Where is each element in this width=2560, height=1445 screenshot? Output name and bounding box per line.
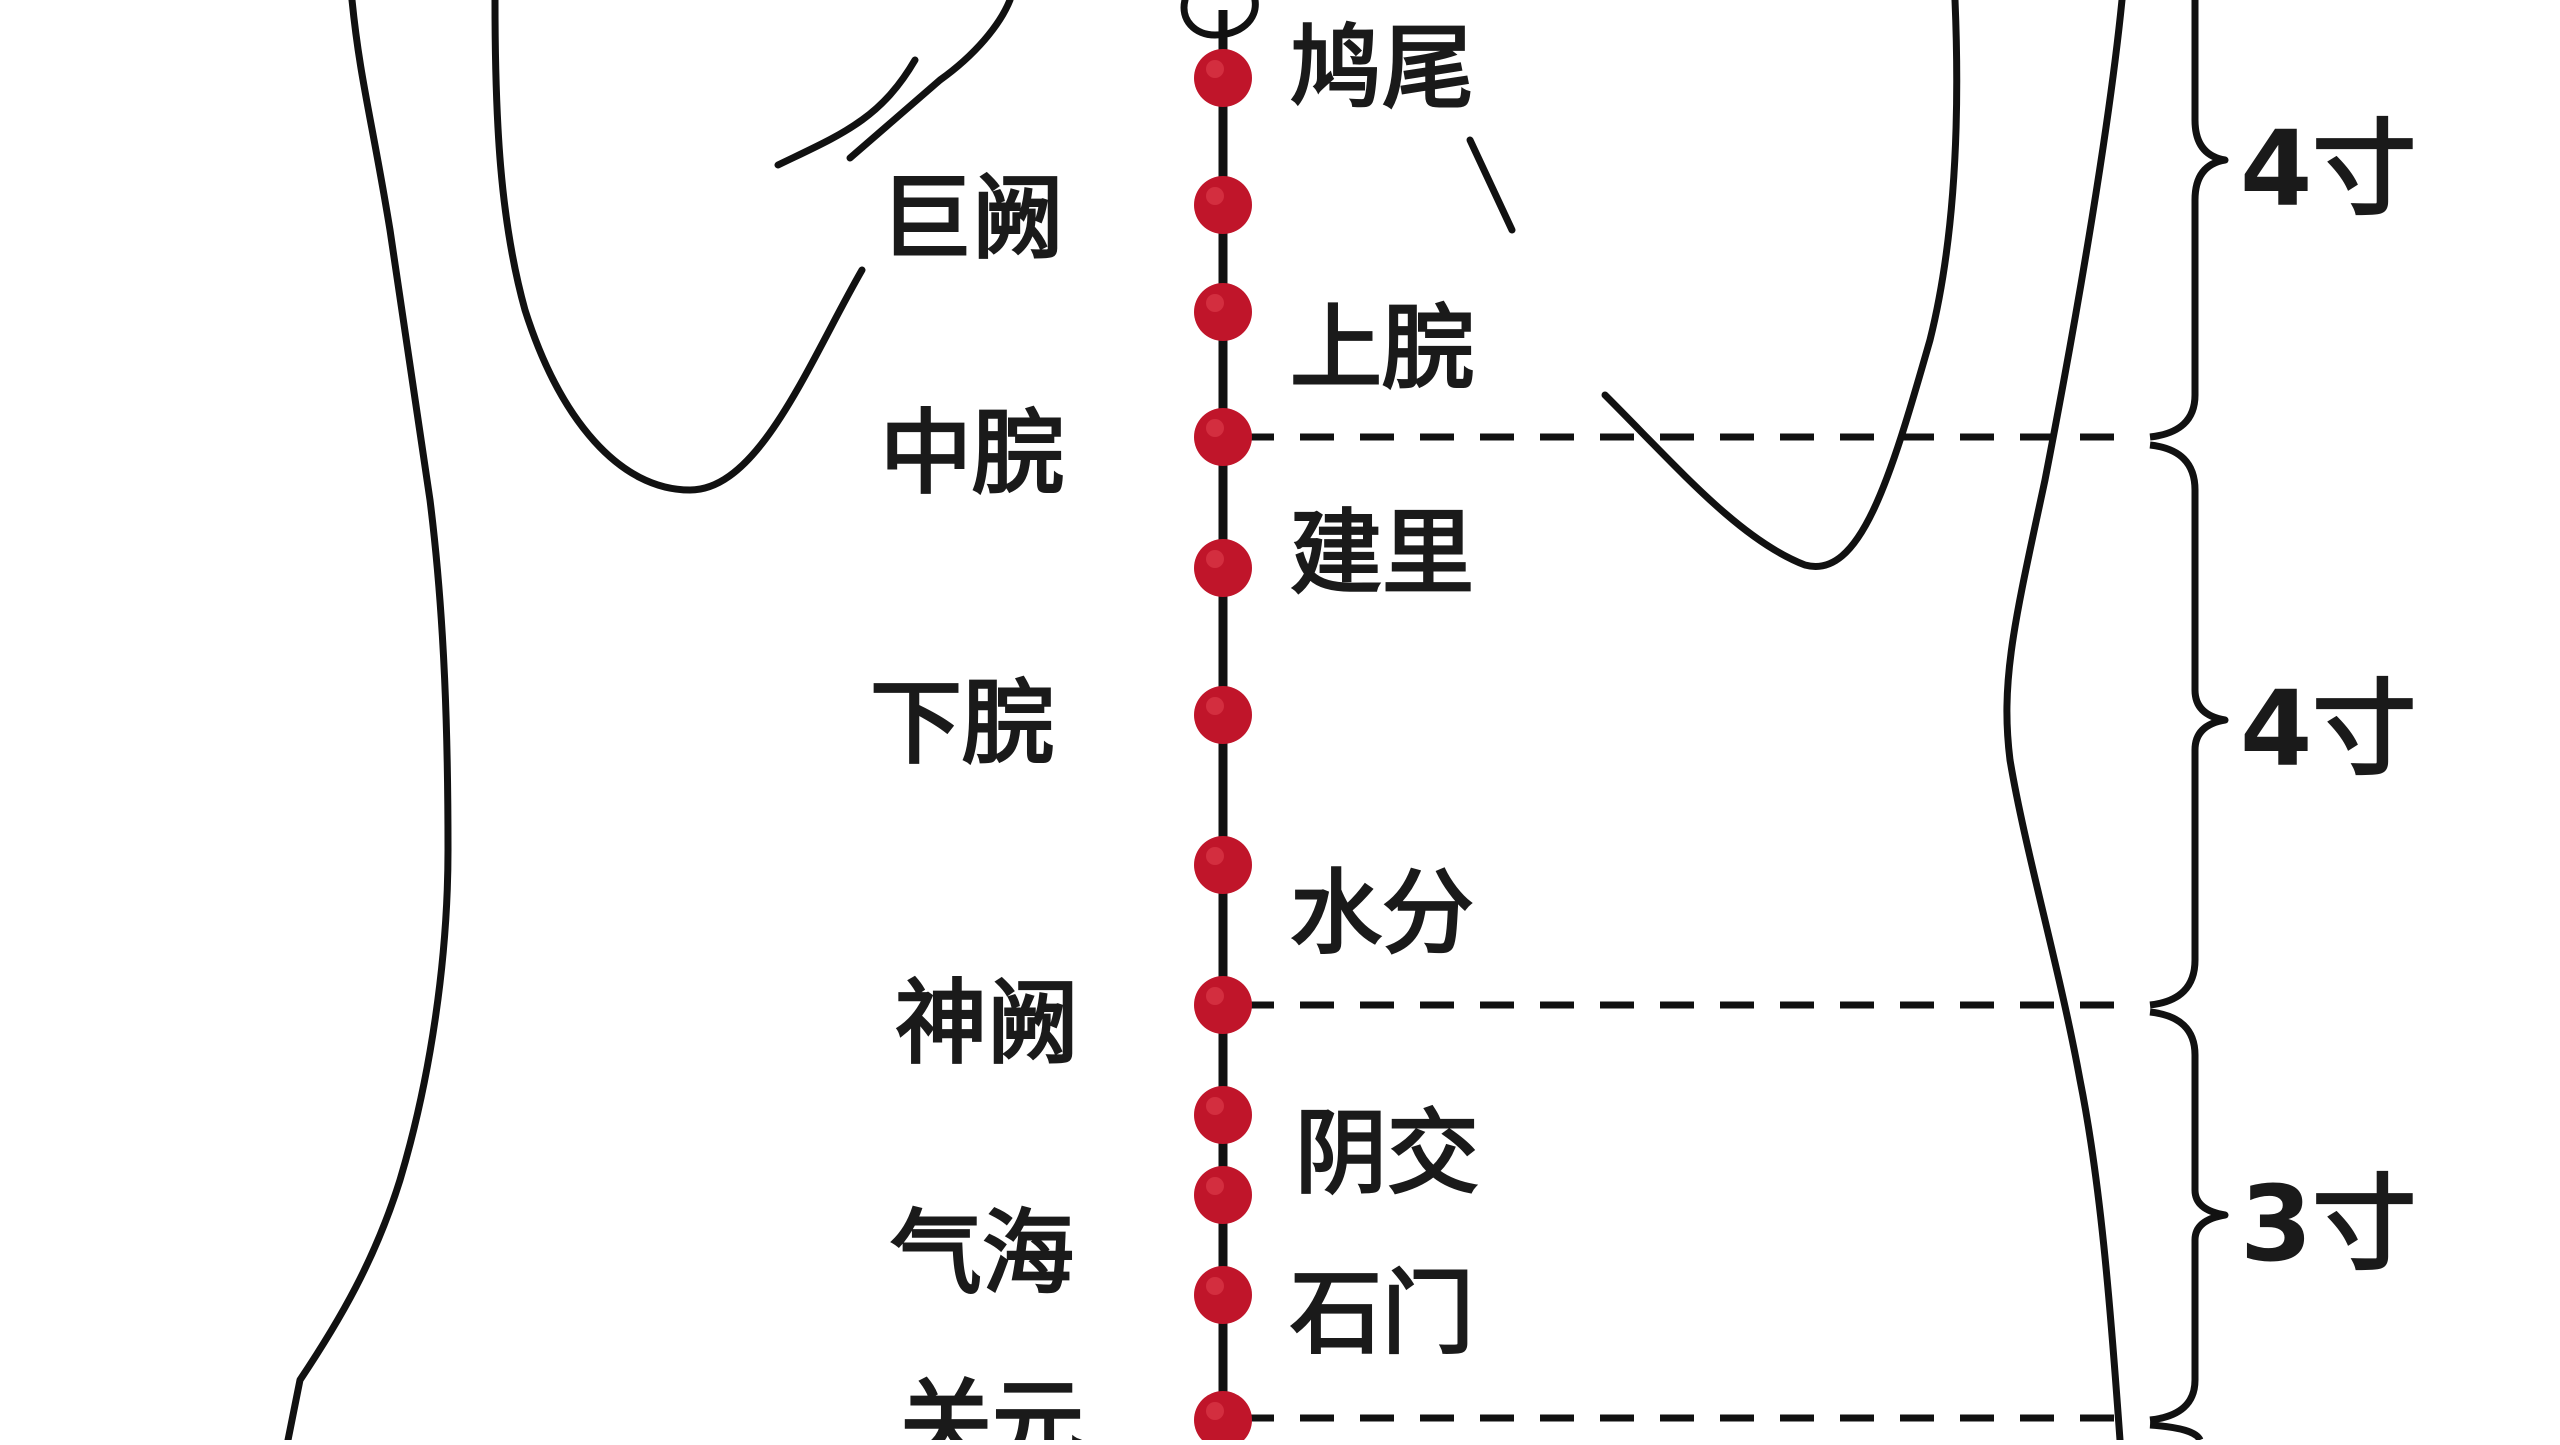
body-outline-left bbox=[284, 0, 452, 1444]
measure-label-3: 3寸 bbox=[2240, 1163, 2416, 1285]
acupoint-dot bbox=[1194, 176, 1252, 234]
acupoint-qihai bbox=[1194, 1166, 1252, 1224]
measure-label-2: 4寸 bbox=[2240, 668, 2416, 790]
measure-label-1: 4寸 bbox=[2240, 108, 2416, 230]
acupoint-dot-highlight bbox=[1206, 697, 1224, 715]
point-label-qihai: 气海 bbox=[890, 1200, 1074, 1307]
acupoint-dot bbox=[1194, 686, 1252, 744]
brace-bottom bbox=[2149, 1421, 2204, 1442]
acupoint-jianli bbox=[1194, 539, 1252, 597]
acupoint-dot-highlight bbox=[1206, 419, 1224, 437]
acupoint-dot-highlight bbox=[1206, 550, 1224, 568]
acupoint-jiuwei bbox=[1194, 49, 1252, 107]
point-label-xiawan: 下脘 bbox=[870, 670, 1054, 777]
acupoint-yinjiao bbox=[1194, 1086, 1252, 1144]
point-label-guanyuan: 关元 bbox=[900, 1370, 1084, 1440]
ribcage-right-2 bbox=[1601, 0, 1961, 570]
acupoint-shuifen bbox=[1194, 836, 1252, 894]
acupoint-zhongwan bbox=[1194, 408, 1252, 466]
acupoint-dot bbox=[1194, 836, 1252, 894]
acupoint-dot bbox=[1194, 1391, 1252, 1445]
point-label-shenque: 神阙 bbox=[895, 970, 1079, 1077]
acupoint-markers bbox=[1194, 49, 1252, 1445]
point-label-yinjiao: 阴交 bbox=[1295, 1100, 1479, 1207]
acupoint-shenque bbox=[1194, 976, 1252, 1034]
acupoint-xiawan bbox=[1194, 686, 1252, 744]
point-label-jianli: 建里 bbox=[1290, 500, 1474, 607]
acupoint-dot bbox=[1194, 408, 1252, 466]
ribcage-right bbox=[1466, 136, 1516, 234]
point-label-shimen: 石门 bbox=[1290, 1260, 1474, 1367]
ribcage-left bbox=[491, 0, 866, 494]
xiphoid-line-left-2 bbox=[846, 0, 1014, 162]
acupoint-dot bbox=[1194, 49, 1252, 107]
point-label-zhongwan: 中脘 bbox=[880, 400, 1064, 507]
brace-upper bbox=[2149, 0, 2229, 441]
acupoint-juque bbox=[1194, 176, 1252, 234]
body-outline-right bbox=[2003, 0, 2126, 1444]
xiphoid-line-left bbox=[774, 56, 919, 169]
acupoint-dot-highlight bbox=[1206, 1097, 1224, 1115]
acupoint-dot-highlight bbox=[1206, 1277, 1224, 1295]
acupoint-dot-highlight bbox=[1206, 847, 1224, 865]
acupoint-dot-highlight bbox=[1206, 187, 1224, 205]
brace-lower bbox=[2149, 1008, 2229, 1424]
point-label-shuifen: 水分 bbox=[1290, 860, 1474, 967]
acupoint-dot bbox=[1194, 1266, 1252, 1324]
acupoint-guanyuan bbox=[1194, 1391, 1252, 1445]
xiphoid-tip bbox=[1180, 0, 1259, 39]
acupoint-dot-highlight bbox=[1206, 1177, 1224, 1195]
point-label-jiuwei: 鸠尾 bbox=[1290, 15, 1474, 122]
acupoint-dot-highlight bbox=[1206, 987, 1224, 1005]
acupoint-dot-highlight bbox=[1206, 294, 1224, 312]
acupoint-shimen bbox=[1194, 1266, 1252, 1324]
brace-middle bbox=[2149, 441, 2229, 1009]
point-label-shangwan: 上脘 bbox=[1290, 295, 1474, 402]
acupoint-dot bbox=[1194, 1086, 1252, 1144]
acupoint-dot bbox=[1194, 283, 1252, 341]
acupoint-dot-highlight bbox=[1206, 1402, 1224, 1420]
acupoint-dot-highlight bbox=[1206, 60, 1224, 78]
acupoint-shangwan bbox=[1194, 283, 1252, 341]
point-label-juque: 巨阙 bbox=[880, 165, 1064, 272]
acupoint-dot bbox=[1194, 976, 1252, 1034]
acupoint-dot bbox=[1194, 539, 1252, 597]
acupoint-dot bbox=[1194, 1166, 1252, 1224]
